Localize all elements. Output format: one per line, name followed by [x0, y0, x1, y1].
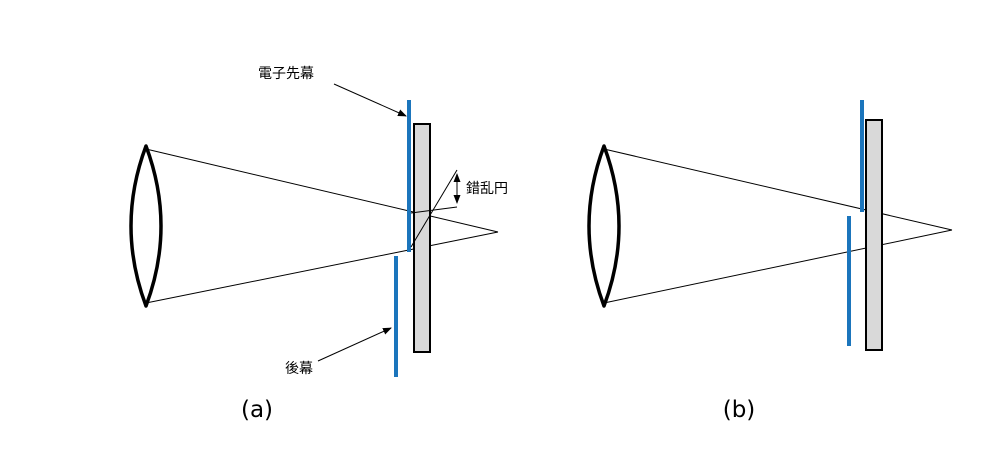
- circle-of-confusion-label: 錯乱円: [466, 181, 508, 197]
- circle-of-confusion-leader-upper: [410, 206, 458, 214]
- rear-curtain-arrow: [317, 327, 392, 362]
- rear-curtain-label: 後幕: [285, 361, 313, 377]
- image-sensor-a: [413, 123, 431, 353]
- light-ray-upper-b: [603, 148, 953, 231]
- front-curtain-arrow: [333, 83, 407, 117]
- circle-of-confusion-leader-lower: [410, 169, 458, 248]
- light-ray-lower-b: [603, 229, 953, 304]
- panel-a: 電子先幕 錯乱円 後幕 (a): [129, 66, 508, 423]
- caption-b: (b): [723, 397, 756, 423]
- image-sensor-b: [865, 119, 883, 351]
- light-ray-upper-a: [145, 148, 499, 233]
- front-curtain-label: 電子先幕: [258, 66, 314, 82]
- caption-a: (a): [241, 397, 273, 423]
- lens-a: [129, 144, 163, 308]
- light-ray-lower-a: [145, 231, 499, 304]
- lens-b: [587, 144, 621, 308]
- panel-b: (b): [587, 100, 953, 423]
